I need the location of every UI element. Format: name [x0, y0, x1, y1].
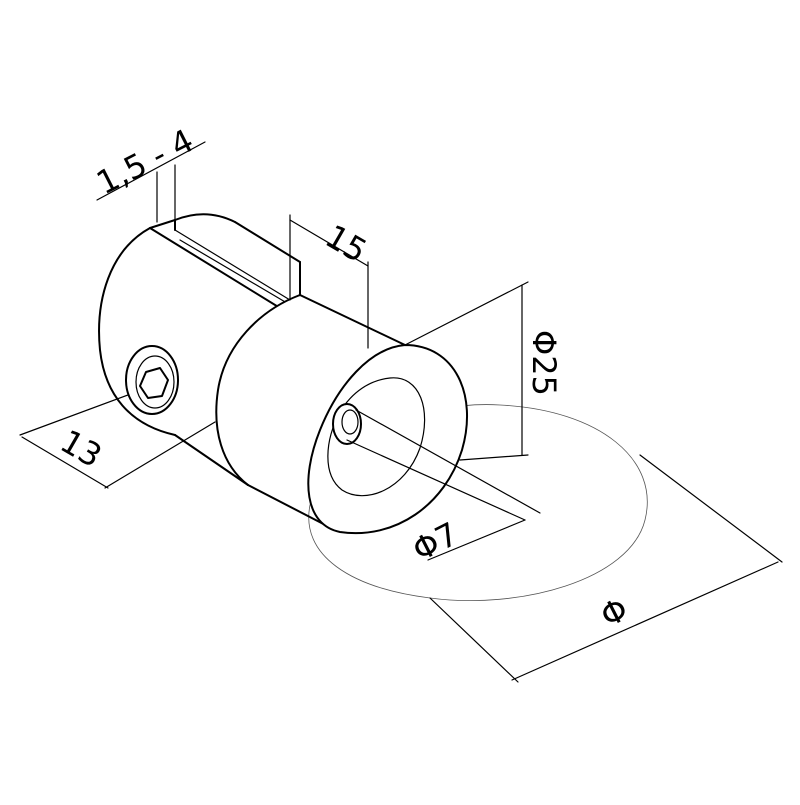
set-screw: [125, 345, 179, 415]
dimension-label-offset: 13: [54, 422, 108, 475]
front-face: [307, 344, 468, 535]
dimension-slot-thickness: 1,5 - 4: [90, 121, 206, 223]
dimension-body-diameter: Φ25: [404, 281, 563, 461]
dimension-label-length: 15: [319, 217, 373, 270]
dimension-length: 15: [289, 214, 373, 349]
dimension-tube-diameter: Φ: [429, 454, 783, 683]
dimension-label-body-diameter: Φ25: [525, 330, 563, 396]
dimension-label-slot: 1,5 - 4: [90, 121, 199, 202]
dimension-label-bore-diameter: Φ7: [406, 515, 464, 570]
